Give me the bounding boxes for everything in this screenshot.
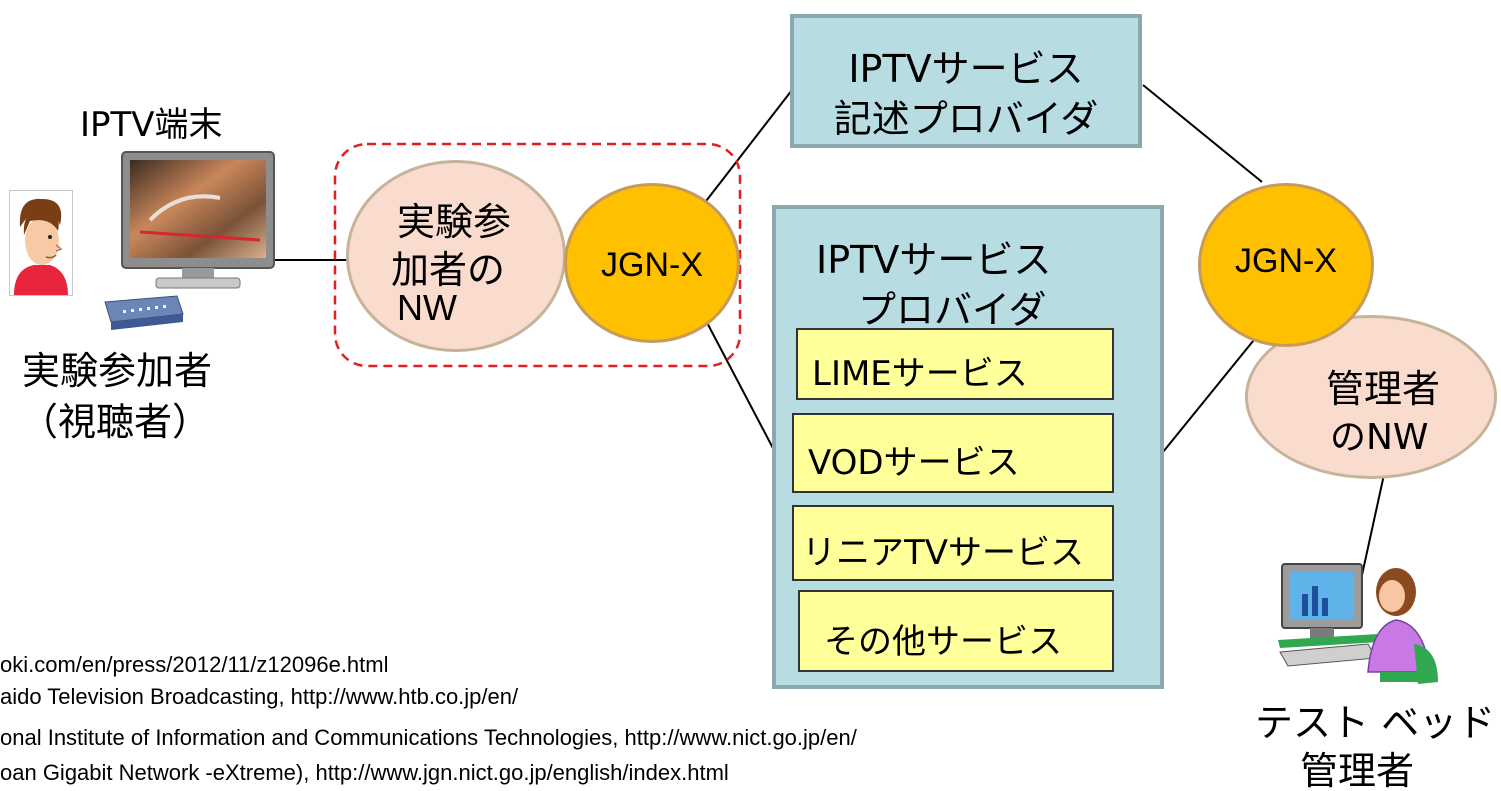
footnote-1: oki.com/en/press/2012/11/z12096e.html: [0, 652, 389, 677]
participant-nw-line-3: NW: [397, 287, 457, 328]
testbed-admin-line-2: 管理者: [1300, 749, 1415, 791]
terminal-label: IPTV端末: [80, 105, 223, 145]
participant-nw-line-2: 加者の: [391, 248, 506, 292]
testbed-admin-line-1: テスト ベッド: [1255, 701, 1496, 745]
service-lime-label: LIMEサービス: [812, 354, 1028, 394]
service-other: その他サービス: [798, 590, 1114, 672]
participant-area-dashed: [333, 142, 742, 368]
footnote-3: onal Institute of Information and Commun…: [0, 725, 857, 750]
jgn-x-left-node: JGN-X: [564, 183, 740, 343]
line-service-provider-to-jgn-right: [1162, 329, 1263, 453]
line-jgn-to-service-provider: [702, 314, 776, 453]
line-jgn-to-desc-provider: [702, 89, 793, 206]
description-provider-line-1: IPTVサービス: [848, 47, 1084, 91]
footnote-2: aido Television Broadcasting, http://www…: [0, 684, 519, 709]
participant-label: 実験参加者: [22, 349, 213, 393]
service-linear-tv-label: リニアTVサービス: [802, 533, 1085, 573]
person-icon: [9, 190, 73, 296]
jgn-x-right-label: JGN-X: [1235, 242, 1337, 280]
participant-nw-node: 実験参 加者の NW: [346, 160, 566, 352]
service-provider-line-1: IPTVサービス: [816, 238, 1052, 282]
service-vod: VODサービス: [792, 413, 1114, 493]
admin-nw-line-2: のNW: [1330, 417, 1429, 458]
router-icon: [97, 290, 187, 332]
participant-nw-line-1: 実験参: [397, 200, 512, 244]
description-provider-box: IPTVサービス 記述プロバイダ: [790, 14, 1142, 148]
tv-monitor-icon: [120, 150, 280, 290]
description-provider-line-2: 記述プロバイダ: [833, 97, 1099, 141]
line-desc-provider-to-jgn-right: [1142, 84, 1263, 183]
service-provider-line-2: プロバイダ: [858, 288, 1047, 332]
service-other-label: その他サービス: [824, 622, 1062, 662]
service-linear-tv: リニアTVサービス: [792, 505, 1114, 581]
participant-sub-label: （視聴者）: [20, 400, 211, 444]
jgn-x-left-label: JGN-X: [601, 246, 703, 284]
footnote-4: oan Gigabit Network -eXtreme), http://ww…: [0, 760, 729, 785]
line-admin-nw-to-admin: [1361, 469, 1386, 576]
service-lime: LIMEサービス: [796, 328, 1114, 400]
jgn-x-right-node: JGN-X: [1198, 183, 1374, 347]
service-vod-label: VODサービス: [808, 443, 1020, 483]
admin-person-icon: [1268, 548, 1448, 688]
admin-nw-line-1: 管理者: [1326, 367, 1441, 411]
